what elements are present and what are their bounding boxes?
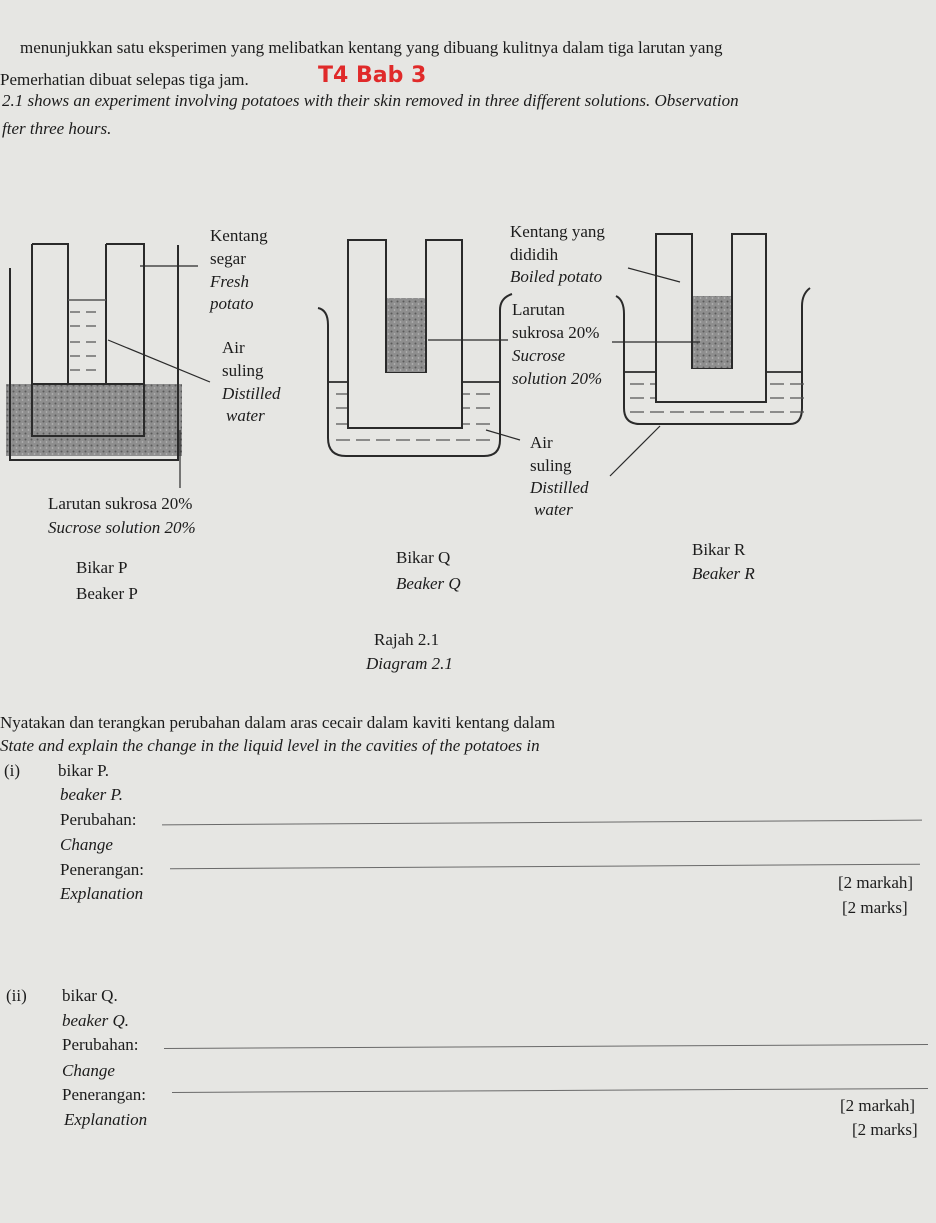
part-i-change-en: Change — [60, 835, 113, 854]
label-q-water-4: water — [534, 500, 573, 519]
beaker-p — [6, 243, 211, 488]
beaker-q-name-ms: Bikar Q — [396, 548, 451, 567]
label-q-potato-2: dididih — [510, 245, 559, 264]
label-q-solution-3: Sucrose — [512, 346, 566, 365]
label-p-potato-1: Kentang — [210, 226, 268, 245]
question-instruction-ms: Nyatakan dan terangkan perubahan dalam a… — [0, 713, 556, 732]
label-q-solution-1: Larutan — [512, 300, 565, 319]
intro-line-4: fter three hours. — [2, 119, 112, 138]
part-i-explain-ms: Penerangan: — [60, 860, 145, 879]
part-ii-subject-ms: bikar Q. — [62, 986, 118, 1005]
part-ii-number: (ii) — [6, 986, 27, 1005]
beaker-q — [317, 239, 521, 457]
intro-line-2: Pemerhatian dibuat selepas tiga jam. — [0, 70, 249, 89]
label-p-water-3: Distilled — [222, 384, 281, 403]
label-p-solution-ms: Larutan sukrosa 20% — [48, 494, 193, 513]
handwritten-note: T4 Bab 3 — [318, 63, 427, 88]
part-ii-change-ms: Perubahan: — [62, 1035, 139, 1054]
part-i-subject-en: beaker P. — [60, 785, 123, 804]
part-i-number: (i) — [4, 761, 21, 780]
beaker-r-name-ms: Bikar R — [692, 540, 746, 559]
intro-line-3: 2.1 shows an experiment involving potato… — [2, 91, 739, 110]
label-q-water-1: Air — [530, 433, 553, 452]
fresh-potato-q — [347, 239, 463, 429]
diagram-caption-en: Diagram 2.1 — [366, 654, 453, 673]
label-p-solution-en: Sucrose solution 20% — [48, 518, 196, 537]
boiled-potato-r — [655, 233, 767, 403]
beaker-p-name-ms: Bikar P — [76, 558, 128, 577]
label-p-water-4: water — [226, 406, 265, 425]
label-p-water-1: Air — [222, 338, 245, 357]
label-q-solution-4: solution 20% — [512, 369, 603, 388]
part-i-marks-en: [2 marks] — [842, 898, 908, 917]
part-i-explain-en: Explanation — [60, 884, 144, 903]
label-q-water-2: suling — [530, 456, 572, 475]
part-ii-subject-en: beaker Q. — [62, 1011, 130, 1030]
sucrose-in-cavity-r — [693, 296, 731, 368]
beaker-p-name-en: Beaker P — [76, 584, 138, 603]
beaker-r-name-en: Beaker R — [692, 564, 755, 583]
label-p-potato-3: Fresh — [210, 272, 250, 291]
part-ii-explain-en: Explanation — [64, 1110, 148, 1129]
part-i-subject-ms: bikar P. — [58, 761, 109, 780]
part-ii-marks-en: [2 marks] — [852, 1120, 918, 1139]
label-q-water-3: Distilled — [530, 478, 589, 497]
part-i-marks-ms: [2 markah] — [838, 873, 914, 892]
intro-line-1: menunjukkan satu eksperimen yang melibat… — [20, 38, 723, 57]
fresh-potato-p — [31, 383, 145, 437]
part-ii-change-en: Change — [62, 1061, 115, 1080]
part-ii-explain-ms: Penerangan: — [62, 1085, 147, 1104]
beaker-r-outline — [615, 287, 811, 425]
sucrose-in-cavity-q — [387, 298, 425, 372]
beaker-q-name-en: Beaker Q — [396, 574, 461, 593]
beaker-r — [609, 233, 811, 477]
label-q-potato-1: Kentang yang — [510, 222, 605, 241]
diagram-caption-ms: Rajah 2.1 — [374, 630, 440, 649]
beaker-q-outline — [317, 293, 513, 457]
label-q-potato-3: Boiled potato — [510, 267, 603, 286]
question-instruction-en: State and explain the change in the liqu… — [0, 736, 540, 755]
label-q-solution-2: sukrosa 20% — [512, 323, 600, 342]
label-p-potato-4: potato — [210, 294, 254, 313]
part-ii-marks-ms: [2 markah] — [840, 1096, 916, 1115]
label-p-potato-2: segar — [210, 249, 246, 268]
beaker-p-outline — [9, 245, 179, 461]
part-i-change-ms: Perubahan: — [60, 810, 137, 829]
label-p-water-2: suling — [222, 361, 264, 380]
